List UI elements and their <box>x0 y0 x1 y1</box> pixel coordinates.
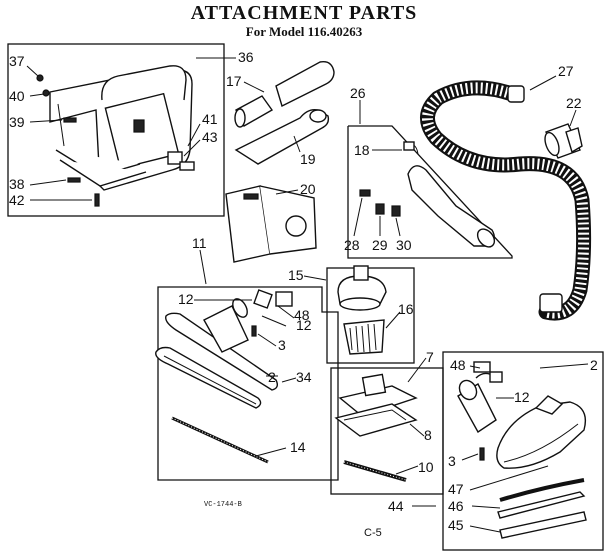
ref-14: 14 <box>290 439 306 455</box>
leader-lines <box>26 57 589 533</box>
ref-44: 44 <box>388 498 404 514</box>
screw-37 <box>36 74 44 82</box>
ref-19: 19 <box>300 151 316 167</box>
clip-41 <box>179 161 195 171</box>
ref-12-rug: 12 <box>514 389 530 405</box>
nut-29 <box>375 203 385 215</box>
ref-36: 36 <box>238 49 254 65</box>
screw-42 <box>94 193 100 207</box>
box-group-11 <box>157 286 339 481</box>
extension-tube <box>234 61 335 128</box>
ref-45: 45 <box>448 517 464 533</box>
hose-coupling <box>544 123 583 159</box>
upholstery-tool <box>334 373 418 482</box>
ref-7: 7 <box>426 349 434 365</box>
ref-12-floor-side: 12 <box>296 317 312 333</box>
ref-18: 18 <box>354 142 370 158</box>
hose-handle <box>403 141 496 248</box>
clip-43 <box>167 151 183 165</box>
ref-10: 10 <box>418 459 434 475</box>
ref-27: 27 <box>558 63 574 79</box>
ref-48-rug: 48 <box>450 357 466 373</box>
ref-12-floor-top: 12 <box>178 291 194 307</box>
ref-3-rug: 3 <box>448 453 456 469</box>
ref-8: 8 <box>424 427 432 443</box>
ref-37: 37 <box>9 53 25 69</box>
screw-39 <box>63 117 77 123</box>
drawing-code: VC-1744-B <box>204 501 242 509</box>
ref-3-floor: 3 <box>278 337 286 353</box>
ref-28: 28 <box>344 237 360 253</box>
ref-15: 15 <box>288 267 304 283</box>
ref-29: 29 <box>372 237 388 253</box>
box-group-15 <box>326 267 415 364</box>
model-subtitle: For Model 116.40263 <box>245 24 363 39</box>
ref-41: 41 <box>202 111 218 127</box>
ref-20: 20 <box>300 181 316 197</box>
dusting-brush <box>337 265 387 355</box>
box-group-2 <box>442 351 604 551</box>
ref-42: 42 <box>9 192 25 208</box>
clip-30 <box>391 205 401 217</box>
ref-48-floor: 48 <box>294 307 310 323</box>
ref-17: 17 <box>226 73 242 89</box>
ref-11: 11 <box>192 235 207 251</box>
diagram-title: ATTACHMENT PARTS <box>190 2 418 24</box>
ref-34: 34 <box>296 369 312 385</box>
floor-tool-assembly <box>155 289 293 464</box>
box-group-26 <box>347 125 513 259</box>
ref-26: 26 <box>350 85 366 101</box>
page-number: C-5 <box>364 527 382 539</box>
ref-40: 40 <box>9 88 25 104</box>
ref-46: 46 <box>448 498 464 514</box>
screw-28 <box>359 189 371 197</box>
crevice-tool <box>234 108 330 165</box>
box-group-36 <box>7 43 225 217</box>
ref-22: 22 <box>566 95 582 111</box>
vacuum-hose <box>420 80 592 321</box>
ref-47: 47 <box>448 481 464 497</box>
rug-tool-assembly <box>457 361 587 539</box>
ref-39: 39 <box>9 114 25 130</box>
ref-43: 43 <box>202 129 218 145</box>
ref-30: 30 <box>396 237 412 253</box>
attachment-caddy <box>49 65 193 191</box>
tool-holder-bracket <box>225 185 317 263</box>
ref-2-floor: 2 <box>268 369 276 385</box>
ref-38: 38 <box>9 176 25 192</box>
washer-40 <box>42 89 50 97</box>
ref-2-rug: 2 <box>590 357 598 373</box>
screw-38 <box>67 177 81 183</box>
ref-16: 16 <box>398 301 414 317</box>
